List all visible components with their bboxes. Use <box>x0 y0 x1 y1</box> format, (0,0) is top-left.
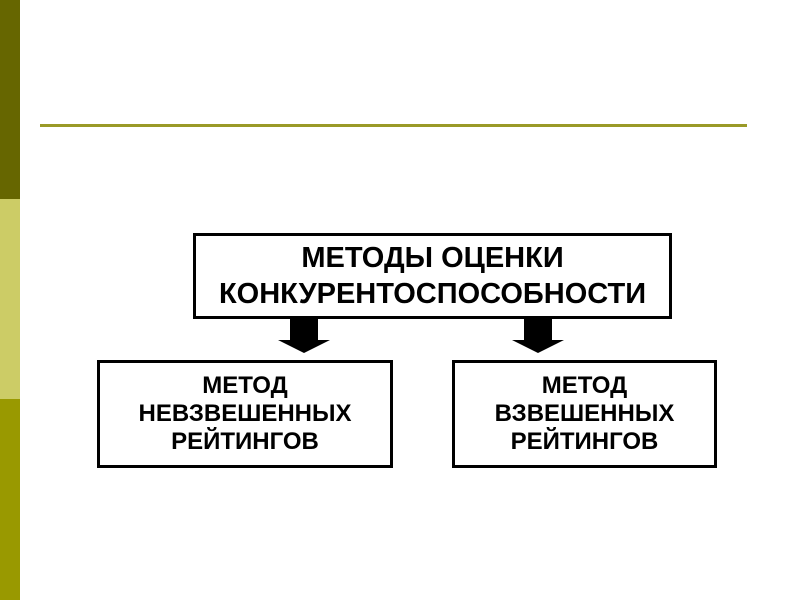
diagram-left-box: МЕТОД НЕВЗВЕШЕННЫХ РЕЙТИНГОВ <box>97 360 393 468</box>
left-box-line-1: МЕТОД <box>202 372 288 399</box>
diagram-right-box: МЕТОД ВЗВЕШЕННЫХ РЕЙТИНГОВ <box>452 360 717 468</box>
root-box-line-2: КОНКУРЕНТОСПОСОБНОСТИ <box>218 278 647 310</box>
right-box-line-3: РЕЙТИНГОВ <box>510 428 659 455</box>
arrow-down-icon-left <box>278 317 330 353</box>
arrow-down-icon-right <box>512 317 564 353</box>
diagram-root-box: МЕТОДЫ ОЦЕНКИ КОНКУРЕНТОСПОСОБНОСТИ <box>193 233 672 319</box>
sidebar-segment-light <box>0 199 20 399</box>
right-box-line-1: МЕТОД <box>541 372 628 399</box>
right-box-line-2: ВЗВЕШЕННЫХ <box>494 400 675 427</box>
sidebar-segment-dark <box>0 0 20 199</box>
sidebar-stripe <box>0 0 20 600</box>
left-box-line-2: НЕВЗВЕШЕННЫХ <box>138 400 352 427</box>
root-box-line-1: МЕТОДЫ ОЦЕНКИ <box>301 242 564 274</box>
left-box-line-3: РЕЙТИНГОВ <box>171 428 319 455</box>
sidebar-segment-medium <box>0 399 20 600</box>
title-divider-line <box>40 124 747 127</box>
